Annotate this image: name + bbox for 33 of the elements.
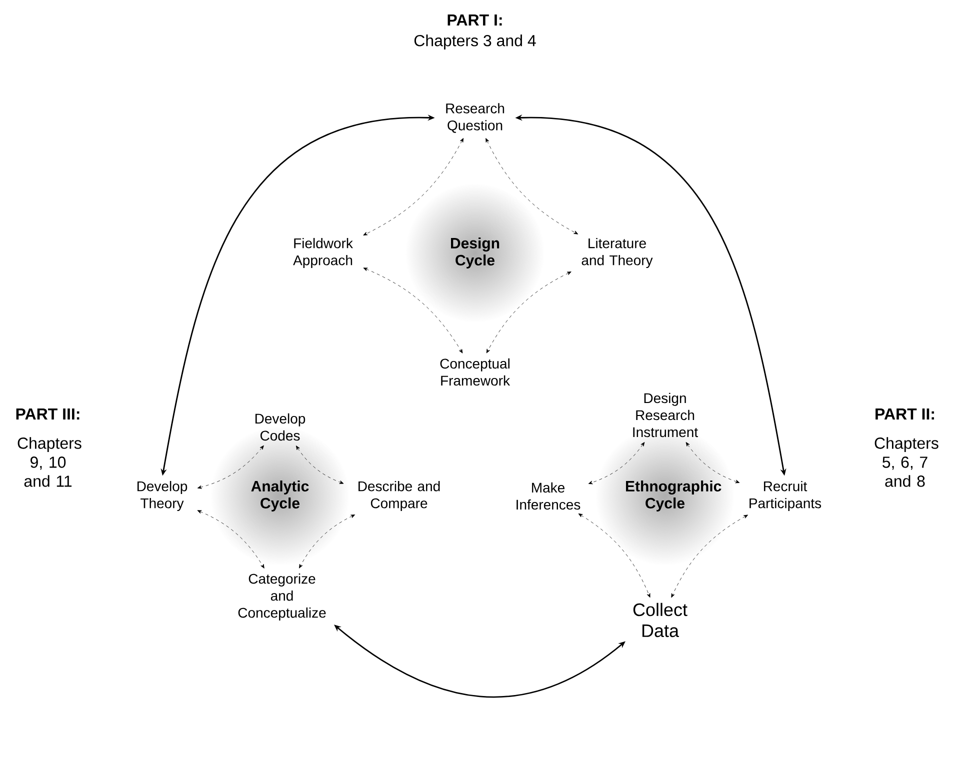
- arrow: [486, 138, 578, 234]
- chapter-note: Chapters 3 and 4: [414, 34, 536, 50]
- arrow: [363, 268, 463, 354]
- stage-label: Conceptual Framework: [440, 358, 510, 386]
- stage-label: Categorize and Conceptualize: [238, 573, 326, 621]
- arrow: [299, 514, 356, 568]
- part-heading: PART I:: [448, 14, 502, 26]
- cycle-label: Design Cycle: [451, 238, 500, 268]
- arrow: [578, 513, 650, 598]
- arrow: [363, 138, 464, 236]
- stage-label: Design Research Instrument: [633, 392, 698, 438]
- stage-label: Develop Theory: [137, 480, 188, 512]
- stage-label: Develop Codes: [255, 413, 306, 441]
- arrow: [296, 446, 344, 484]
- cycle-label: Ethnographic Cycle: [626, 480, 722, 512]
- arrow: [197, 445, 264, 489]
- arrow: [671, 514, 748, 598]
- arrow: [486, 272, 572, 354]
- stage-label: Make Inferences: [516, 482, 580, 510]
- arrow: [686, 442, 740, 484]
- arrow: [588, 442, 645, 484]
- part-heading: PART II:: [876, 408, 934, 420]
- part-heading: PART III:: [16, 408, 80, 420]
- stage-label: Fieldwork Approach: [293, 238, 353, 268]
- chapter-note: Chapters 9, 10 and 11: [18, 437, 82, 487]
- cycle-label: Analytic Cycle: [251, 480, 309, 512]
- stage-label: Research Question: [446, 103, 504, 133]
- stage-label: Describe and Compare: [358, 480, 440, 512]
- stage-label: Literature and Theory: [582, 238, 653, 268]
- arrow: [197, 510, 264, 568]
- chapter-note: Chapters 5, 6, 7 and 8: [874, 437, 938, 487]
- stage-label: Recruit Participants: [750, 480, 822, 512]
- stage-label: Collect Data: [633, 602, 688, 638]
